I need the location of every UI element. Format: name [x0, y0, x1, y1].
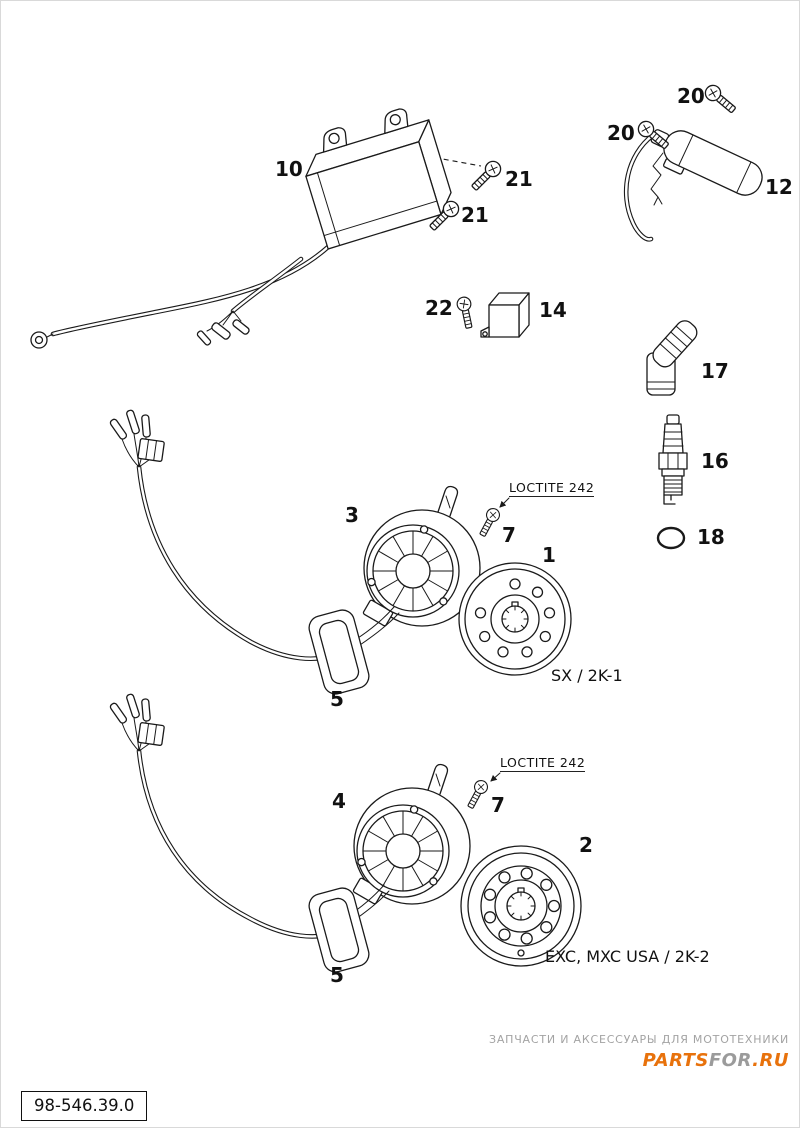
- spark-plug-cap-art: [646, 320, 698, 396]
- part-label-spark-plug: 16: [701, 449, 729, 473]
- ignition-coil-art: [623, 129, 763, 242]
- part-label-grommet-sx: 5: [330, 687, 344, 711]
- part-label-screw-7-sx: 7: [502, 523, 516, 547]
- part-label-o-ring: 18: [697, 525, 725, 549]
- part-label-screw-7-exc: 7: [491, 793, 505, 817]
- part-label-grommet-exc: 5: [330, 963, 344, 987]
- part-label-spark-plug-cap: 17: [701, 359, 729, 383]
- part-label-condenser: 14: [539, 298, 567, 322]
- part-label-flywheel-exc: 2: [579, 833, 593, 857]
- stator-sx-art: [366, 524, 460, 618]
- grommet-exc-art: [305, 884, 373, 976]
- part-label-screw-20-top: 20: [677, 84, 705, 108]
- flywheel-sx-art: [458, 562, 572, 676]
- part-label-ignition-coil: 12: [765, 175, 793, 199]
- cdi-harness-art: [30, 244, 331, 349]
- part-label-flywheel-sx: 1: [542, 543, 556, 567]
- cdi-unit-art: [305, 108, 452, 250]
- o-ring-art: [656, 526, 686, 550]
- part-label-stator-exc: 4: [332, 789, 346, 813]
- variant-label-sx: SX / 2K-1: [551, 666, 623, 685]
- part-label-stator-sx: 3: [345, 503, 359, 527]
- note-loctite-sx: LOCTITE 242: [509, 480, 595, 497]
- leader-loctite-exc: [490, 772, 501, 782]
- leader-loctite-sx: [499, 497, 510, 508]
- logo-seg-ru: .RU: [752, 1050, 789, 1071]
- part-label-screw-21-upper: 21: [505, 167, 533, 191]
- part-label-cdi-unit: 10: [275, 157, 303, 181]
- screw-20-top-art: [701, 81, 740, 117]
- logo-seg-parts: PARTS: [642, 1050, 709, 1071]
- condenser-art: [480, 292, 530, 338]
- screw-21-upper-art: [467, 157, 505, 195]
- part-label-screw-22: 22: [425, 296, 453, 320]
- grommet-sx-art: [305, 606, 373, 698]
- connector-cluster-exc-art: [108, 692, 166, 752]
- doc-number: 98-546.39.0: [21, 1091, 148, 1121]
- part-label-screw-21-lower: 21: [461, 203, 489, 227]
- stator-exc-art: [356, 804, 450, 898]
- screw-7-sx-art: [475, 505, 503, 539]
- logo-seg-for: FOR: [708, 1050, 753, 1071]
- variant-label-exc: EXC, MXC USA / 2K-2: [545, 947, 710, 966]
- note-loctite-exc: LOCTITE 242: [500, 755, 586, 772]
- watermark-tagline: ЗАПЧАСТИ И АКСЕССУАРЫ ДЛЯ МОТОТЕХНИКИ: [488, 1033, 789, 1046]
- screw-7-exc-art: [463, 777, 491, 811]
- connector-cluster-sx-art: [108, 408, 166, 468]
- flywheel-exc-art: [460, 845, 582, 967]
- watermark-logo: PARTSFOR.RU: [643, 1050, 789, 1071]
- ignition-exc-art: [108, 692, 582, 976]
- screw-22-art: [455, 295, 477, 330]
- part-label-screw-20-left: 20: [607, 121, 635, 145]
- ignition-sx-art: [108, 408, 572, 698]
- spark-plug-art: [658, 414, 688, 505]
